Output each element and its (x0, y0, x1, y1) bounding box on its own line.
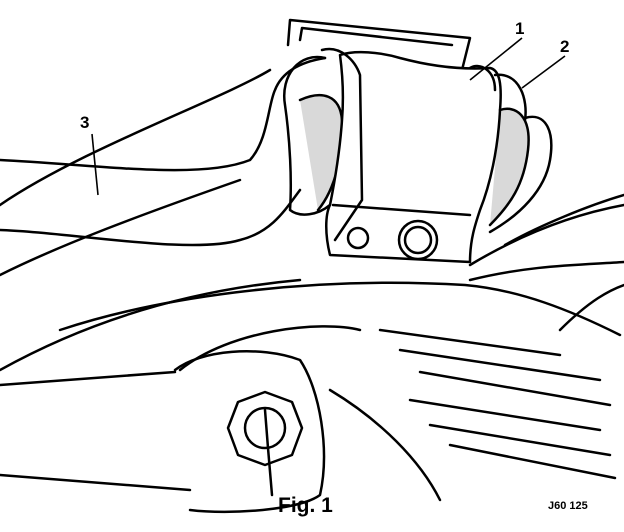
mounting-bracket-inner (298, 26, 454, 47)
leader-1 (469, 37, 523, 81)
castellated-nut (226, 390, 304, 497)
suspension-arm (0, 56, 327, 247)
reference-code: J60 125 (548, 500, 588, 512)
callout-number-arm: 3 (80, 113, 90, 132)
body-contour-lines (0, 68, 624, 372)
leader-2 (521, 55, 566, 89)
callout-number-clamp: 1 (515, 19, 525, 38)
leader-3 (91, 133, 99, 196)
lever (58, 281, 622, 502)
figure-caption: Fig. 1 (278, 494, 333, 517)
mounting-bracket (286, 18, 472, 72)
callout-number-bush: 2 (560, 37, 570, 56)
callout-leaders (91, 37, 566, 196)
clamp (320, 47, 502, 264)
rubber-bush-right (488, 73, 553, 234)
lower-link (0, 350, 326, 514)
